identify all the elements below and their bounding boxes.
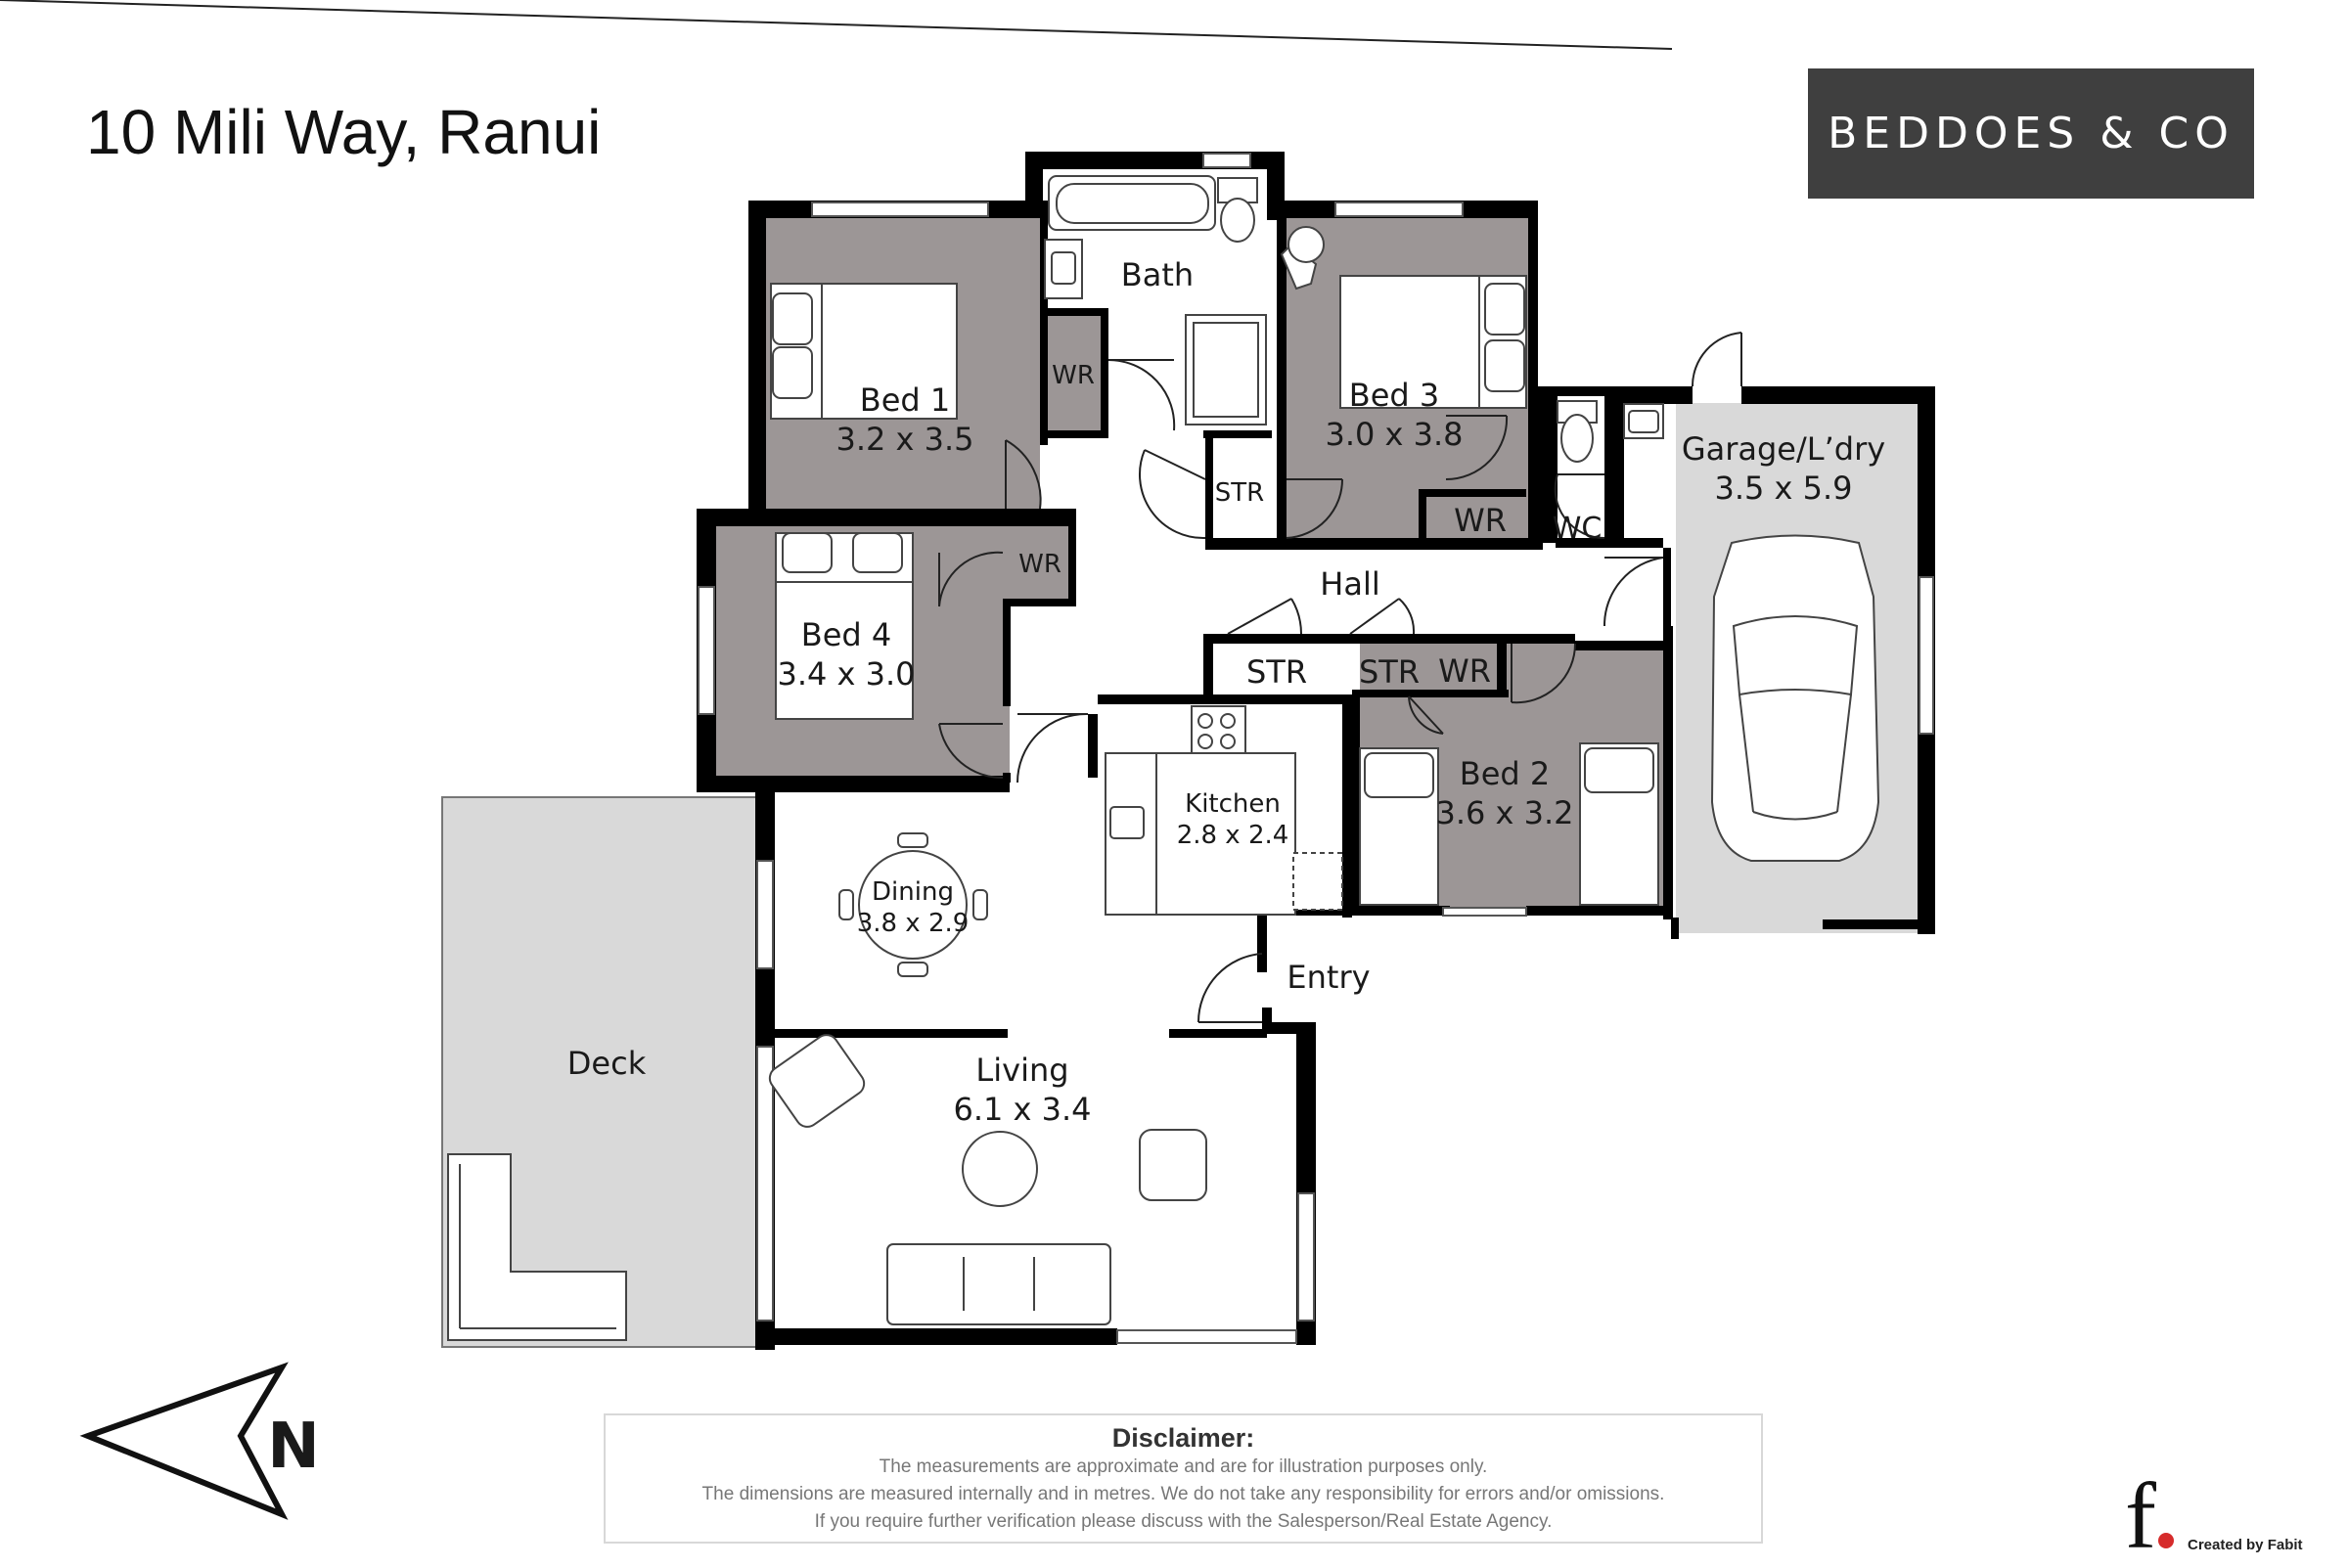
kitchen-dims: 2.8 x 2.4	[1177, 821, 1289, 850]
fabit-dot-icon	[2158, 1533, 2174, 1548]
kitchen-hob	[1191, 705, 1246, 756]
north-arrow-icon: N	[79, 1362, 320, 1520]
wr-bed4-label: WR	[1018, 550, 1061, 579]
str-hall2-label: STR	[1359, 653, 1420, 691]
bed2-dims: 3.6 x 3.2	[1435, 794, 1573, 831]
bed1-dims: 3.2 x 3.5	[835, 421, 973, 458]
fixtures	[447, 175, 1880, 1341]
dining-label: Dining	[872, 877, 954, 907]
hall-label: Hall	[1320, 565, 1379, 603]
wr-bed2-label: WR	[1438, 652, 1491, 690]
wr-bed4-floor	[1010, 526, 1068, 603]
kitchen-island	[1155, 752, 1296, 916]
wr-bed3-label: WR	[1454, 502, 1507, 539]
armchair-left	[768, 1034, 866, 1128]
brand-name: BEDDOES & CO	[1828, 109, 2235, 158]
str-hall-label: STR	[1246, 653, 1307, 691]
armchair-right	[1139, 1129, 1207, 1201]
str-bath-label: STR	[1215, 478, 1264, 508]
bed4-dims: 3.4 x 3.0	[777, 655, 915, 693]
brand-logo: BEDDOES & CO	[1808, 68, 2254, 199]
living-label: Living	[975, 1052, 1068, 1089]
disclaimer-heading: Disclaimer:	[1111, 1423, 1255, 1453]
garage-dims: 3.5 x 5.9	[1714, 470, 1852, 507]
north-label: N	[267, 1411, 320, 1483]
deck-sofa	[447, 1153, 627, 1341]
dining-table	[858, 850, 968, 960]
wr-bed3-floor	[1426, 497, 1520, 546]
deck-label: Deck	[567, 1045, 647, 1082]
wr-bed1-label: WR	[1052, 361, 1095, 390]
bed3-dims: 3.0 x 3.8	[1325, 416, 1463, 453]
sofa	[886, 1243, 1111, 1325]
coffee-table	[962, 1131, 1038, 1207]
bed1-label: Bed 1	[860, 381, 950, 419]
car-outline	[1710, 534, 1880, 862]
wc-label: WC	[1553, 512, 1603, 546]
entry-label: Entry	[1287, 959, 1370, 996]
dining-dims: 3.8 x 2.9	[857, 909, 970, 938]
bed2-label: Bed 2	[1460, 755, 1550, 792]
credit-text: Created by Fabit	[2188, 1537, 2303, 1553]
disclaimer-line-1: The measurements are approximate and are…	[879, 1456, 1488, 1477]
disclaimer-line-2: The dimensions are measured internally a…	[701, 1484, 1665, 1504]
fabit-credit: f Created by Fabit	[2125, 1463, 2340, 1568]
disclaimer-line-3: If you require further verification plea…	[814, 1511, 1553, 1532]
bed3-label: Bed 3	[1349, 377, 1439, 414]
room-labels-small: WR WR STR Kitchen 2.8 x 2.4 Dining 3.8 x…	[857, 361, 1289, 938]
bed4-label: Bed 4	[801, 616, 891, 653]
room-labels: Bed 1 3.2 x 3.5 Bath Bed 3 3.0 x 3.8 Gar…	[567, 256, 1885, 1128]
living-dims: 6.1 x 3.4	[953, 1091, 1091, 1128]
wr-bed2-floor	[1431, 648, 1498, 696]
wr-bed1-floor	[1045, 315, 1104, 430]
fabit-logo-icon: f	[2125, 1463, 2156, 1568]
kitchen-label: Kitchen	[1185, 789, 1281, 819]
doors	[0, 0, 1742, 1023]
bath-label: Bath	[1121, 256, 1194, 293]
windows	[698, 153, 1934, 1344]
disclaimer-box: Disclaimer: The measurements are approxi…	[604, 1413, 1763, 1544]
page-title: 10 Mili Way, Ranui	[86, 97, 602, 167]
garage-label: Garage/L’dry	[1682, 430, 1885, 468]
